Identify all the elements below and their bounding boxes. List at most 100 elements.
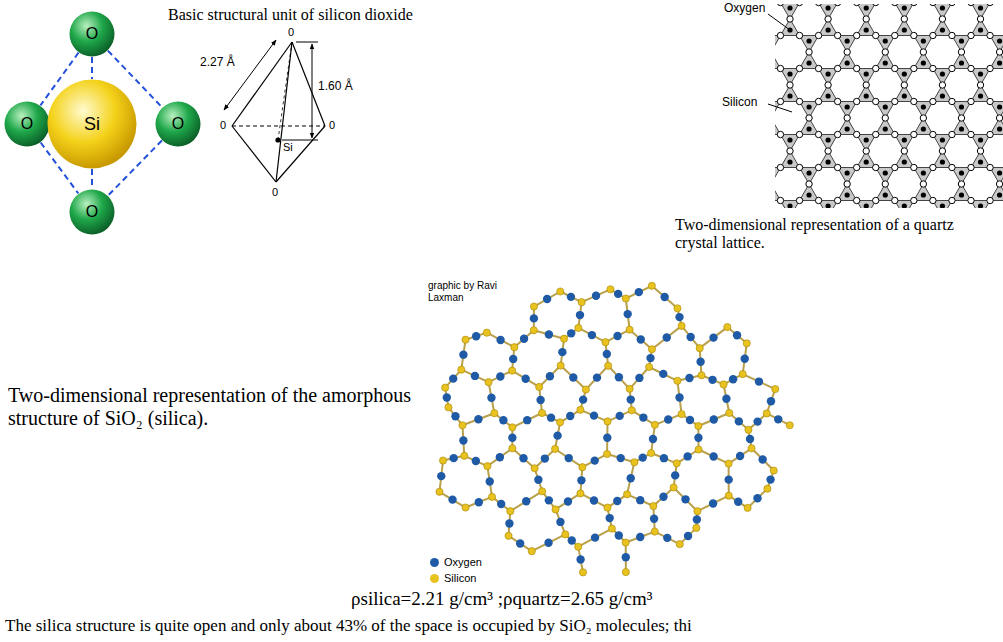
oxygen-atom — [543, 295, 551, 303]
oxygen-dot — [949, 164, 955, 170]
silicon-atom: Si — [47, 79, 137, 169]
bond-line — [582, 454, 607, 467]
silicon-atom — [483, 329, 490, 336]
oxygen-dot — [873, 164, 879, 170]
legend-entry: Silicon — [430, 572, 476, 584]
silicon-atom — [628, 407, 635, 414]
oxygen-dot — [815, 131, 821, 137]
oxygen-atom — [576, 555, 584, 563]
silicon-dot — [997, 126, 1002, 131]
silicon-atom — [509, 424, 516, 431]
silicon-dot — [787, 93, 792, 98]
oxygen-atom — [546, 372, 554, 380]
oxygen-dot — [930, 164, 936, 170]
oxygen-atom — [534, 476, 542, 484]
oxygen-atom — [646, 354, 654, 362]
oxygen-dot — [911, 32, 917, 38]
silicon-atom — [462, 504, 469, 511]
silicon-dot — [864, 5, 869, 10]
silicon-atom — [748, 445, 755, 452]
silicon-dot — [959, 38, 964, 43]
oxygen-dot — [968, 131, 974, 137]
silicon-atom — [648, 346, 655, 353]
oxygen-dot — [777, 164, 783, 170]
silicon-atom — [650, 502, 657, 509]
oxygen-dot — [996, 181, 1002, 187]
bond-line — [532, 534, 566, 551]
silicon-atom — [622, 539, 629, 546]
oxygen-dot — [777, 32, 783, 38]
oxygen-dot — [892, 131, 898, 137]
vertex-label: 0 — [329, 119, 335, 132]
silicon-dot — [940, 93, 945, 98]
silicon-atom — [528, 548, 535, 555]
oxygen-dot — [825, 148, 831, 154]
oxygen-atom — [472, 457, 480, 465]
silicon-dot — [806, 60, 811, 65]
oxygen-atom — [617, 454, 625, 462]
oxygen-dot — [911, 164, 917, 170]
bond-line — [608, 366, 630, 389]
oxygen-atom: O — [69, 11, 115, 57]
oxygen-atom — [496, 453, 504, 461]
silicon-atom — [604, 418, 611, 425]
silicon-atom — [623, 491, 630, 498]
oxygen-dot — [825, 16, 831, 22]
oxygen-dot — [920, 49, 926, 55]
silicon-atom — [604, 504, 611, 511]
oxygen-dot — [949, 65, 955, 71]
silicon-dot — [921, 192, 926, 197]
oxygen-atom — [508, 434, 516, 442]
oxygen-dot — [987, 65, 993, 71]
oxygen-dot — [777, 98, 783, 104]
bond-line — [655, 414, 682, 425]
oxygen-atom — [663, 333, 671, 341]
silicon-dot — [826, 159, 831, 164]
oxygen-atom — [567, 329, 575, 337]
oxygen-dot — [911, 197, 917, 203]
silicon-atom — [445, 404, 452, 411]
oxygen-dot — [949, 32, 955, 38]
oxygen-atom — [545, 330, 553, 338]
vertex-label: 0 — [272, 186, 278, 199]
bond-line — [556, 493, 581, 509]
amorphous-network — [436, 282, 793, 576]
bond-line — [466, 497, 492, 508]
silicon-atom — [436, 488, 443, 495]
atom-ball — [70, 190, 115, 235]
oxygen-dot — [853, 131, 859, 137]
oxygen-dot — [882, 49, 888, 55]
bond-line — [649, 367, 677, 381]
dimension-label: 2.27 Å — [200, 56, 235, 70]
oxygen-atom — [472, 332, 480, 340]
bond-line — [512, 371, 539, 387]
oxygen-dot — [853, 164, 859, 170]
oxygen-atom — [709, 452, 717, 460]
oxygen-dot — [987, 164, 993, 170]
bond-line — [700, 327, 728, 348]
silicon-dot — [978, 137, 983, 142]
oxygen-dot — [901, 82, 907, 88]
oxygen-atom — [671, 471, 679, 479]
oxygen-atom — [741, 355, 749, 363]
oxygen-atom — [590, 496, 598, 504]
silicon-atom — [551, 445, 558, 452]
silicon-dot — [902, 93, 907, 98]
bond-line — [534, 330, 564, 338]
oxygen-dot — [806, 181, 812, 187]
silicon-atom — [484, 463, 491, 470]
silicon-dot — [826, 93, 831, 98]
silicon-atom — [603, 450, 610, 457]
silicon-atom — [720, 381, 727, 388]
bond-line — [748, 489, 768, 508]
oxygen-atom — [565, 454, 573, 462]
legend-swatch — [430, 558, 439, 567]
silicon-atom — [676, 541, 683, 548]
silicon-atom — [670, 484, 677, 491]
bond-line — [752, 448, 774, 470]
silicon-atom — [557, 362, 564, 369]
bond-line — [487, 333, 514, 348]
oxygen-atom — [753, 494, 761, 502]
bond-line — [607, 454, 634, 462]
oxygen-atom — [746, 435, 754, 443]
